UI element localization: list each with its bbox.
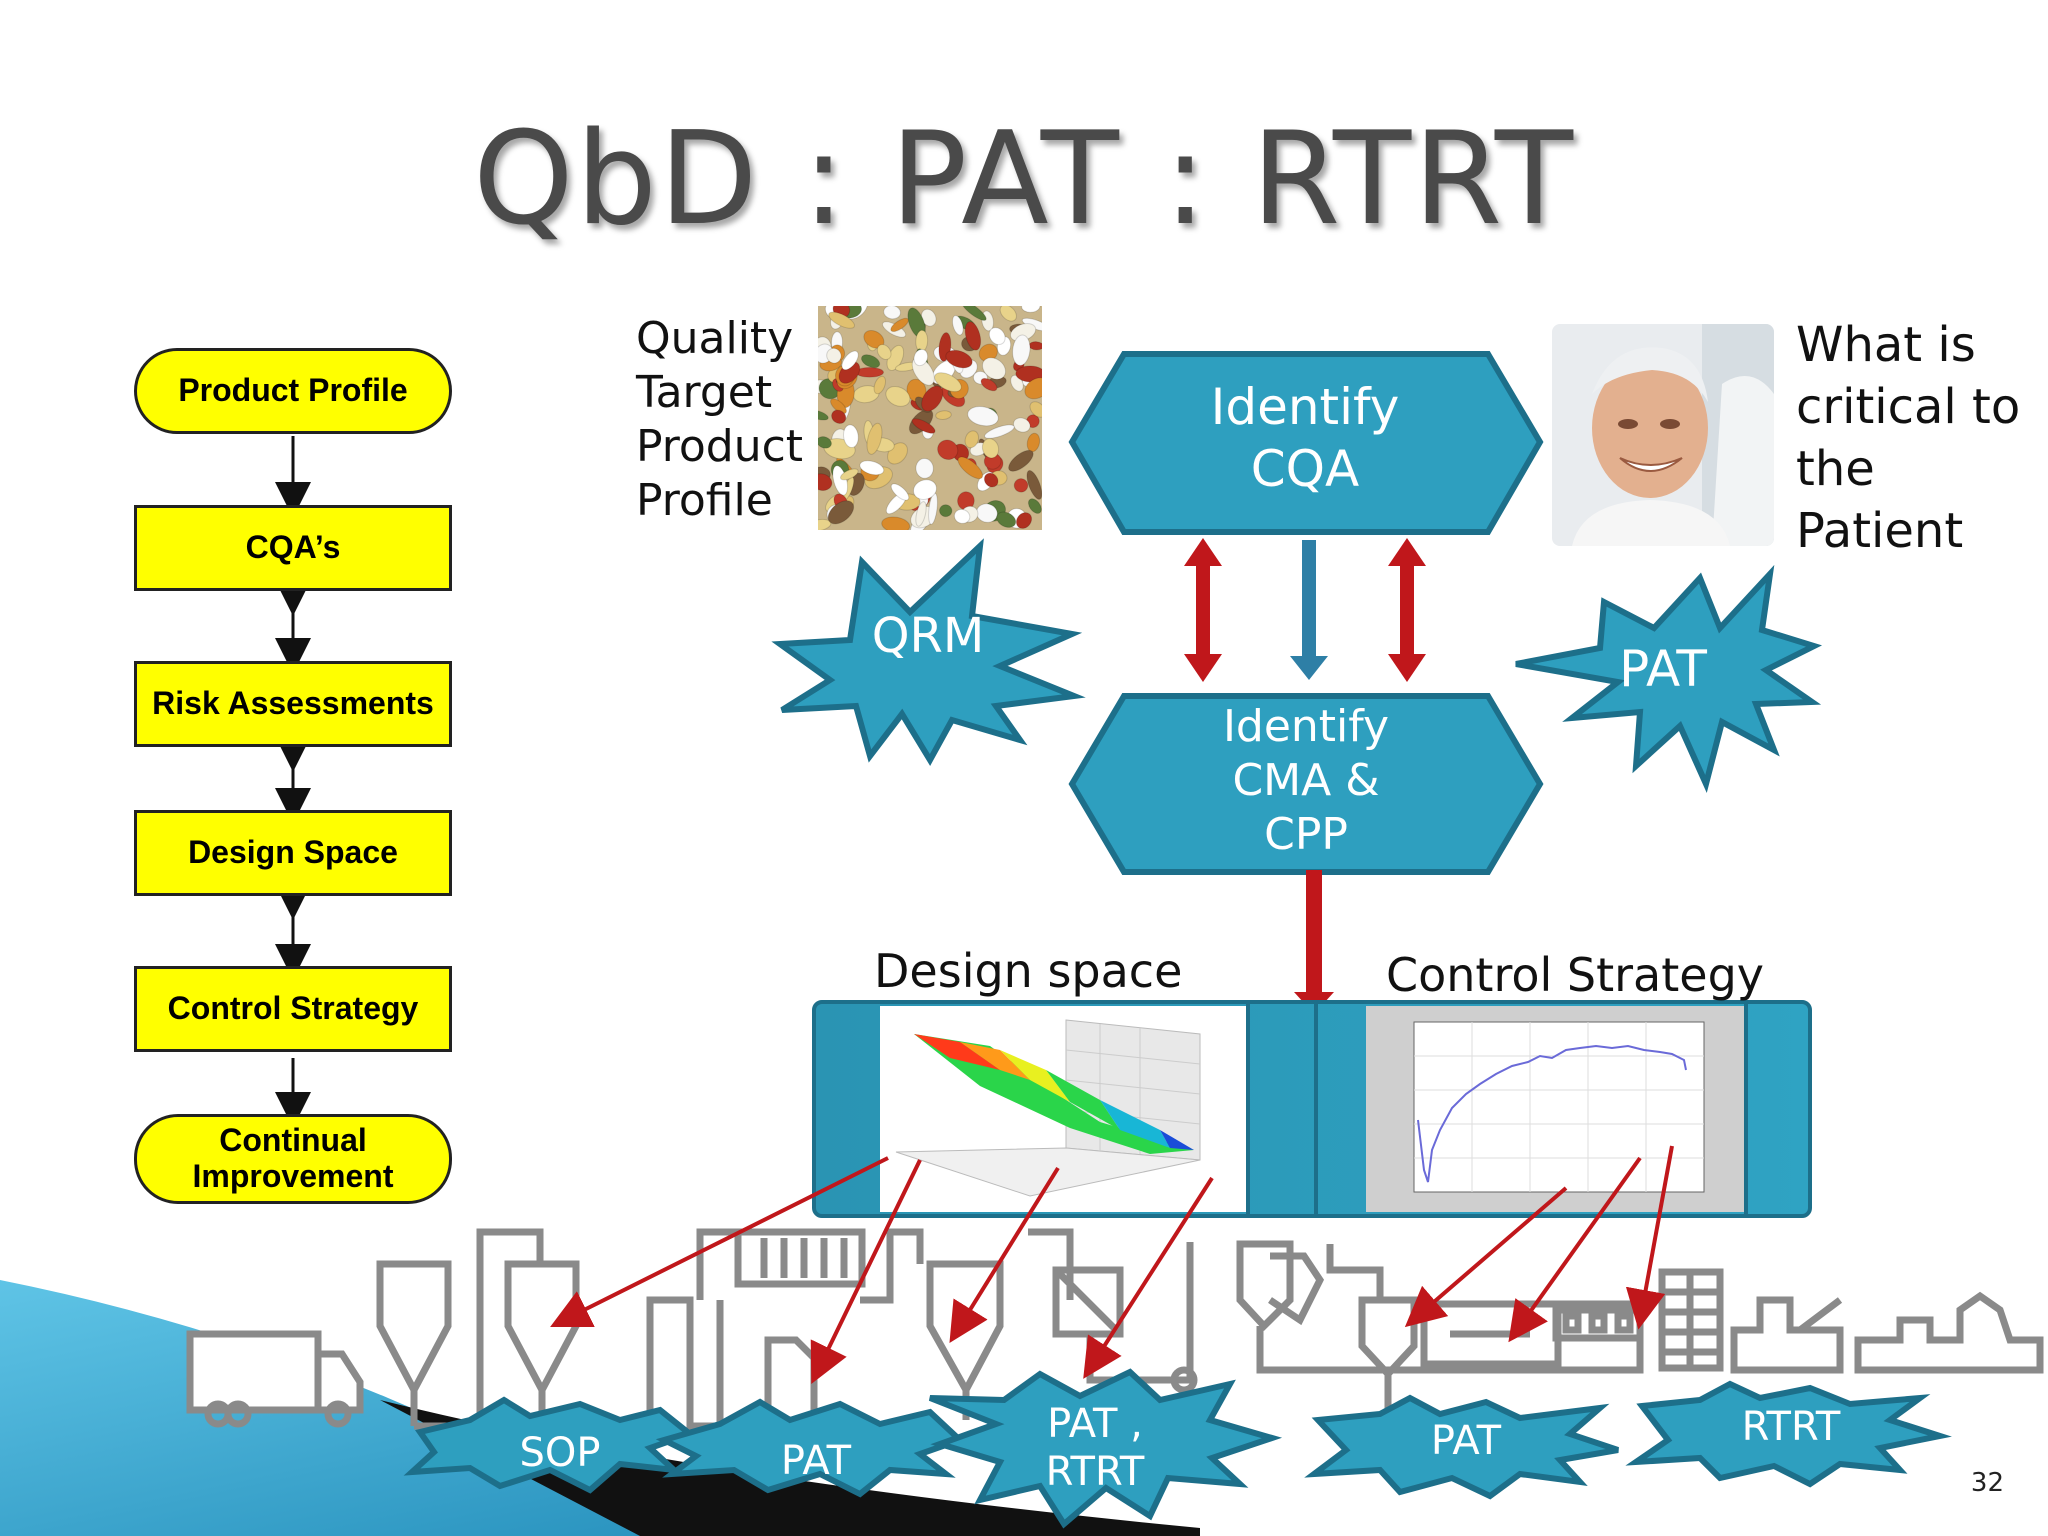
flow-risk-assessments: Risk Assessments <box>134 661 452 747</box>
burst-pat-rtrt-text: PAT , RTRT <box>1045 1401 1145 1495</box>
down-arrow-to-panels <box>1294 870 1334 1014</box>
control-strategy-label: Control Strategy <box>1386 948 1764 1002</box>
down-arrow-center <box>1290 540 1328 680</box>
hex-identify-cma-cpp <box>1068 693 1544 875</box>
burst-pat-2 <box>1304 1394 1619 1500</box>
double-arrow-left <box>1184 538 1222 682</box>
burst-sop <box>403 1396 697 1494</box>
control-strategy-plot <box>1366 1006 1744 1212</box>
corner-swoosh <box>0 1280 1200 1536</box>
critical-label: What is critical to the Patient <box>1796 317 2021 559</box>
double-arrow-right <box>1388 538 1426 682</box>
burst-rtrt-text: RTRT <box>1741 1404 1841 1450</box>
flow-continual-improvement: Continual Improvement <box>134 1114 452 1204</box>
burst-pat-2-text: PAT <box>1430 1418 1502 1464</box>
page-number: 32 <box>1970 1468 2004 1498</box>
burst-pat-rtrt <box>928 1368 1283 1529</box>
flow-control-strategy: Control Strategy <box>134 966 452 1052</box>
burst-sop-text: SOP <box>519 1430 601 1476</box>
slide-title: QbD : PAT : RTRT <box>473 105 1575 254</box>
hex-identify-cqa <box>1068 351 1544 535</box>
hex-cma-text: Identify CMA & CPP <box>1222 701 1390 860</box>
patient-photo <box>1552 324 1774 546</box>
hex-cqa-text: Identify CQA <box>1210 378 1400 498</box>
pills-photo <box>818 306 1042 530</box>
flow-design-space: Design Space <box>134 810 452 896</box>
red-arrows <box>550 1145 1674 1384</box>
qtpp-label: Quality Target Product Profile <box>636 313 804 526</box>
flow-cqas: CQA’s <box>134 505 452 591</box>
flow-product-profile: Product Profile <box>134 348 452 434</box>
burst-rtrt <box>1625 1380 1952 1488</box>
burst-pat-1-text: PAT <box>780 1438 852 1484</box>
burst-pat-1 <box>655 1398 966 1498</box>
burst-pat-right-text: PAT <box>1619 640 1707 698</box>
burst-qrm-text: QRM <box>871 608 985 664</box>
design-space-plot <box>880 1006 1246 1212</box>
burst-pat-right <box>1515 564 1823 794</box>
burst-qrm <box>771 538 1086 766</box>
design-space-label: Design space <box>874 944 1183 998</box>
